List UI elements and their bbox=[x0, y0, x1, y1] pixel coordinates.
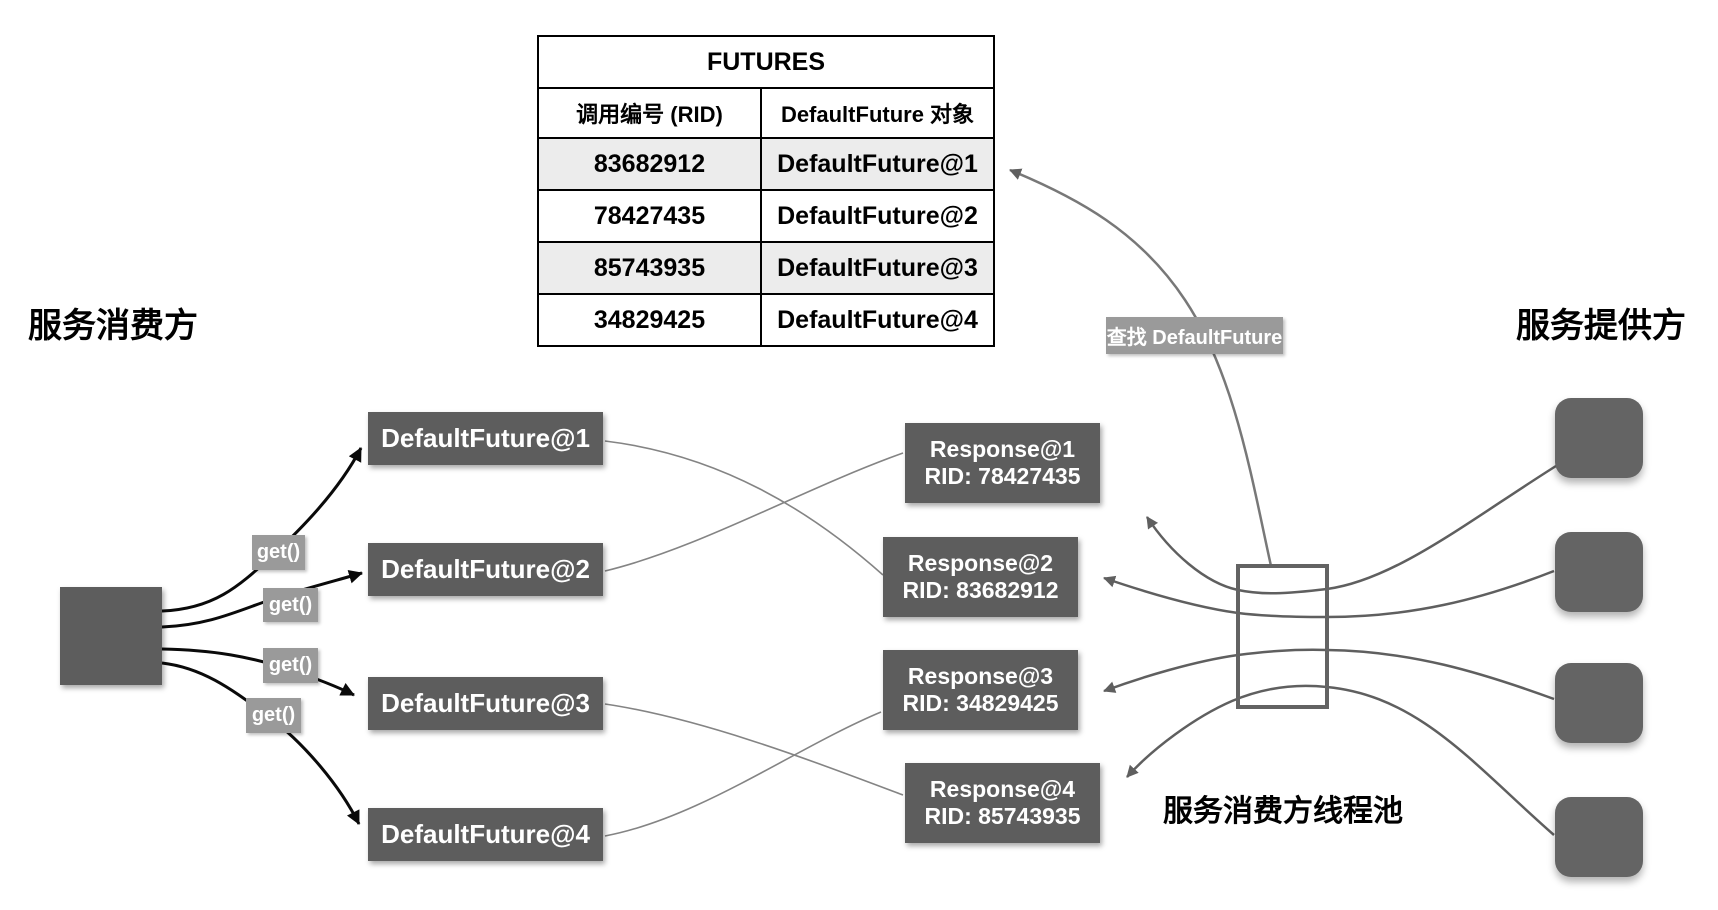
response-name: Response@3 bbox=[907, 663, 1054, 689]
arrow-provider1-response1 bbox=[1145, 464, 1557, 595]
arrow-get-future2 bbox=[161, 569, 363, 629]
response-rid: RID: 78427435 bbox=[924, 463, 1081, 489]
response-node-4: Response@4 RID: 85743935 bbox=[905, 763, 1100, 843]
provider-node-3 bbox=[1555, 663, 1643, 743]
table-cell-rid: 83682912 bbox=[537, 137, 762, 191]
defaultfuture-node-1: DefaultFuture@1 bbox=[368, 412, 603, 465]
response-node-2: Response@2 RID: 83682912 bbox=[883, 537, 1078, 617]
consumer-heading: 服务消费方 bbox=[28, 307, 198, 345]
line-future3-response4 bbox=[604, 703, 904, 796]
arrow-get-future1 bbox=[161, 447, 363, 613]
line-future1-response2 bbox=[604, 440, 884, 576]
get-call-label-1: get() bbox=[252, 535, 305, 570]
futures-table: FUTURES 调用编号 (RID) DefaultFuture 对象 8368… bbox=[537, 35, 995, 347]
futures-table-title: FUTURES bbox=[537, 35, 995, 89]
response-node-1: Response@1 RID: 78427435 bbox=[905, 423, 1100, 503]
get-call-label-2: get() bbox=[263, 588, 318, 622]
response-node-3: Response@3 RID: 34829425 bbox=[883, 650, 1078, 730]
get-call-label-4: get() bbox=[246, 698, 301, 733]
arrow-get-future4 bbox=[161, 661, 361, 825]
consumer-node bbox=[60, 587, 162, 685]
line-future2-response1 bbox=[604, 452, 904, 572]
table-cell-future: DefaultFuture@1 bbox=[760, 137, 995, 191]
get-call-label-3: get() bbox=[263, 648, 318, 683]
arrow-provider2-response2 bbox=[1103, 569, 1555, 619]
thread-pool-box bbox=[1236, 564, 1329, 709]
table-cell-rid: 85743935 bbox=[537, 241, 762, 295]
futures-table-col-rid: 调用编号 (RID) bbox=[537, 87, 762, 139]
arrow-get-future3 bbox=[161, 647, 355, 697]
table-row: 78427435 DefaultFuture@2 bbox=[537, 189, 995, 243]
table-row: 83682912 DefaultFuture@1 bbox=[537, 137, 995, 191]
provider-node-4 bbox=[1555, 797, 1643, 877]
table-cell-future: DefaultFuture@2 bbox=[760, 189, 995, 243]
table-cell-rid: 34829425 bbox=[537, 293, 762, 347]
table-cell-future: DefaultFuture@3 bbox=[760, 241, 995, 295]
lookup-defaultfuture-label: 查找 DefaultFuture bbox=[1106, 317, 1283, 354]
defaultfuture-node-4: DefaultFuture@4 bbox=[368, 808, 603, 861]
response-rid: RID: 34829425 bbox=[902, 690, 1059, 716]
response-name: Response@2 bbox=[907, 550, 1054, 576]
futures-table-col-future: DefaultFuture 对象 bbox=[760, 87, 995, 139]
defaultfuture-node-2: DefaultFuture@2 bbox=[368, 543, 603, 596]
response-rid: RID: 83682912 bbox=[902, 577, 1059, 603]
provider-node-2 bbox=[1555, 532, 1643, 612]
arrow-provider3-response3 bbox=[1103, 648, 1555, 701]
table-row: 85743935 DefaultFuture@3 bbox=[537, 241, 995, 295]
table-cell-rid: 78427435 bbox=[537, 189, 762, 243]
provider-heading: 服务提供方 bbox=[1516, 307, 1686, 345]
thread-pool-caption: 服务消费方线程池 bbox=[1163, 795, 1403, 828]
defaultfuture-node-3: DefaultFuture@3 bbox=[368, 677, 603, 730]
arrow-provider4-response4 bbox=[1126, 684, 1555, 836]
table-row: 34829425 DefaultFuture@4 bbox=[537, 293, 995, 347]
provider-node-1 bbox=[1555, 398, 1643, 478]
response-name: Response@1 bbox=[929, 436, 1076, 462]
response-name: Response@4 bbox=[929, 776, 1076, 802]
arrow-lookup-futures-table bbox=[1009, 168, 1273, 567]
response-rid: RID: 85743935 bbox=[924, 803, 1081, 829]
table-cell-future: DefaultFuture@4 bbox=[760, 293, 995, 347]
line-future4-response3 bbox=[604, 711, 882, 837]
